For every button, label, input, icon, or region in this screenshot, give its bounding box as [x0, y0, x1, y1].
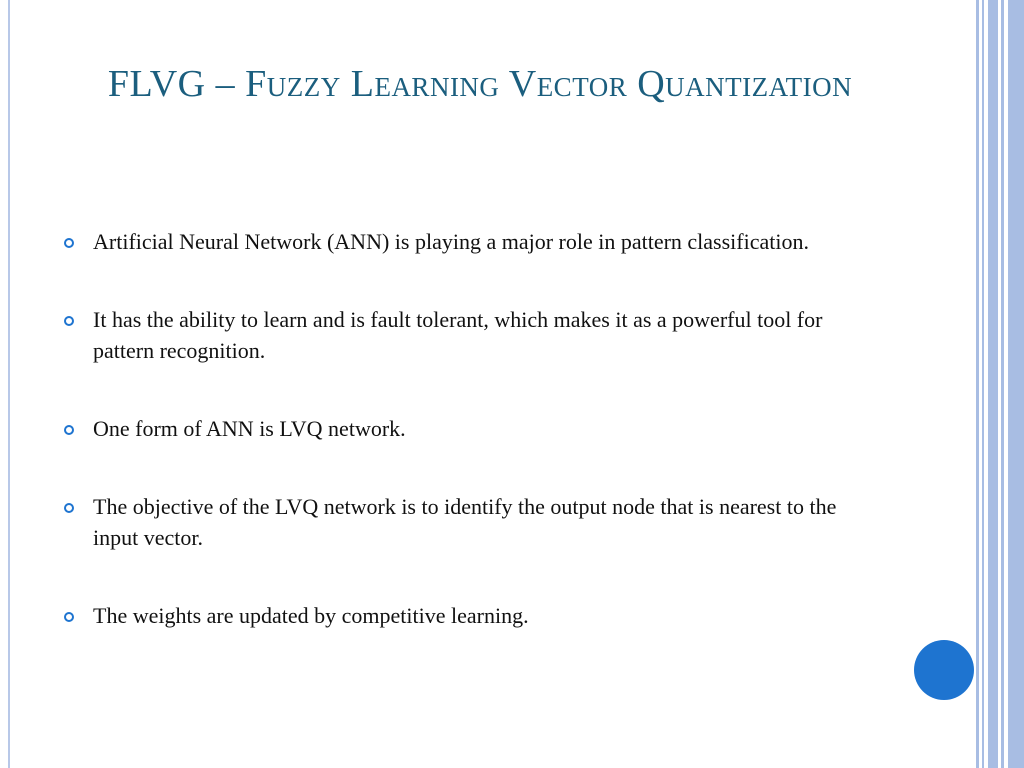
stripe — [1008, 0, 1024, 768]
list-item: Artificial Neural Network (ANN) is playi… — [60, 226, 880, 257]
stripe — [982, 0, 984, 768]
bullet-icon — [64, 316, 74, 326]
left-frame-line — [8, 0, 10, 768]
bullet-icon — [64, 503, 74, 513]
decorative-circle — [914, 640, 974, 700]
stripe — [988, 0, 998, 768]
decorative-stripes — [976, 0, 1024, 768]
bullet-icon — [64, 238, 74, 248]
list-item: It has the ability to learn and is fault… — [60, 304, 880, 366]
list-item: One form of ANN is LVQ network. — [60, 413, 880, 444]
bullet-list: Artificial Neural Network (ANN) is playi… — [60, 226, 880, 678]
bullet-text: The weights are updated by competitive l… — [93, 603, 529, 628]
bullet-icon — [64, 612, 74, 622]
bullet-text: One form of ANN is LVQ network. — [93, 416, 406, 441]
bullet-text: Artificial Neural Network (ANN) is playi… — [93, 229, 809, 254]
stripe — [1001, 0, 1004, 768]
stripe — [976, 0, 979, 768]
bullet-icon — [64, 425, 74, 435]
slide-title: FLVG – Fuzzy Learning Vector Quantizatio… — [107, 63, 853, 105]
list-item: The objective of the LVQ network is to i… — [60, 491, 880, 553]
bullet-text: It has the ability to learn and is fault… — [93, 307, 823, 363]
list-item: The weights are updated by competitive l… — [60, 600, 880, 631]
bullet-text: The objective of the LVQ network is to i… — [93, 494, 837, 550]
